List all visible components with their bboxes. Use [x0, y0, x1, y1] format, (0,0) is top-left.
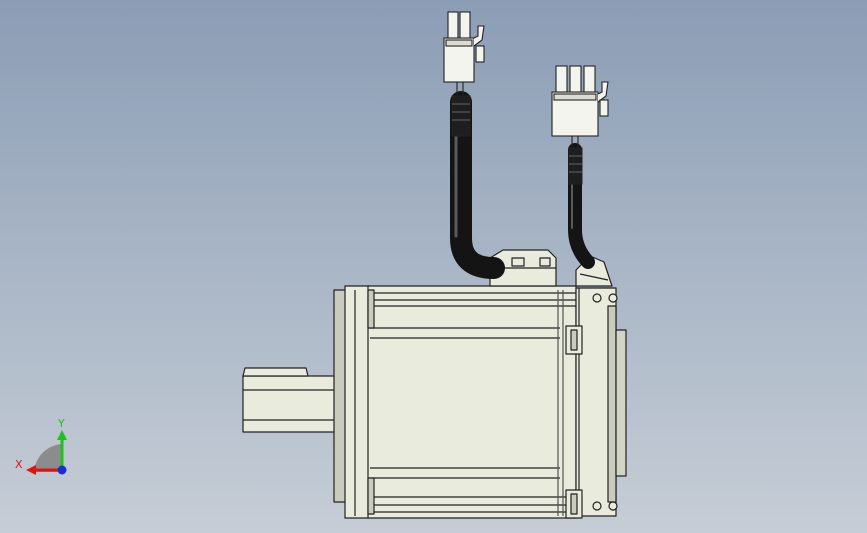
z-axis-dot — [57, 465, 67, 475]
y-axis-label: Y — [57, 417, 65, 430]
x-axis-label: X — [15, 458, 23, 471]
coordinate-triad: X Y — [15, 417, 67, 475]
motor-housing — [367, 285, 577, 519]
motor-front-flange — [333, 285, 370, 519]
cable-boots — [451, 95, 583, 185]
power-connector-plug — [443, 11, 485, 96]
servo-motor-side-view — [242, 249, 627, 519]
encoder-connector-plug — [551, 65, 609, 150]
triad-base-shadow — [34, 444, 62, 472]
motor-shaft — [242, 367, 348, 433]
motor-rear-cover — [565, 287, 627, 519]
